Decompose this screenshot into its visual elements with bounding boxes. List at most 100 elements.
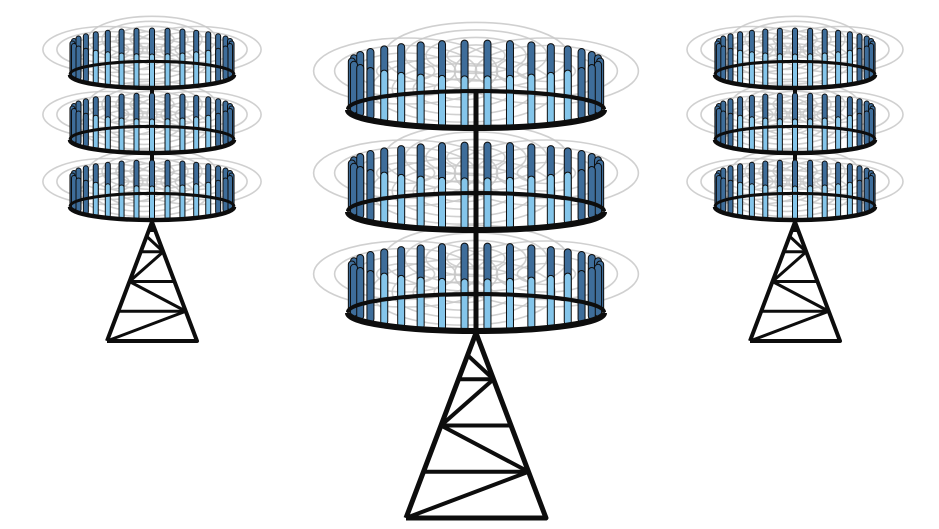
antenna-element <box>149 118 155 154</box>
ring-top-band <box>713 124 877 140</box>
right-tower <box>712 27 878 343</box>
ring-front-band <box>345 211 607 233</box>
ring-front-band <box>67 74 237 91</box>
antenna-element <box>737 181 744 217</box>
antenna-element <box>807 185 814 221</box>
antenna-element <box>118 52 125 88</box>
ring-front-band <box>712 74 878 91</box>
lattice-diagonal <box>145 235 165 253</box>
antenna-element <box>193 183 200 219</box>
antenna-element <box>397 71 406 125</box>
antenna-element <box>179 117 186 153</box>
antenna-element <box>133 185 140 221</box>
ring-top-band <box>68 124 236 140</box>
antenna-element <box>835 183 842 219</box>
ring-front-band <box>67 206 237 223</box>
antenna-element <box>737 114 744 150</box>
antenna-element <box>75 45 82 81</box>
tower-lattice-base <box>105 220 199 343</box>
antenna-element <box>438 176 447 230</box>
antenna-ring <box>67 27 237 91</box>
ring-top-band <box>346 291 606 313</box>
antenna-element <box>118 184 125 220</box>
antenna-element <box>505 277 514 331</box>
antenna-element <box>164 53 171 89</box>
ring-top-band <box>68 59 236 75</box>
antenna-ring <box>345 242 607 334</box>
antenna-element <box>846 49 853 85</box>
antenna-element <box>762 184 769 220</box>
antenna-element <box>460 75 469 129</box>
lattice-diagonal <box>440 423 530 474</box>
antenna-element <box>776 185 783 221</box>
antenna-ring <box>712 27 878 91</box>
lattice-diagonal <box>466 353 495 381</box>
ring-top-band <box>713 59 877 75</box>
antenna-element <box>460 278 469 332</box>
antenna-element <box>807 118 814 154</box>
ring-top-band <box>713 191 877 207</box>
antenna-element <box>483 75 492 129</box>
antenna-element <box>75 177 82 213</box>
left-tower <box>67 27 237 343</box>
antenna-element <box>587 166 596 220</box>
antenna-element <box>587 267 596 321</box>
antenna-element <box>366 168 375 222</box>
antenna-towers <box>67 27 878 521</box>
antenna-element <box>527 175 536 229</box>
antenna-element <box>104 51 111 87</box>
antenna-element <box>720 45 727 81</box>
lattice-diagonal <box>439 377 495 428</box>
antenna-element <box>821 184 828 220</box>
antenna-element <box>366 66 375 120</box>
antenna-ring <box>67 159 237 223</box>
signal-wave-ring <box>333 44 478 98</box>
ring-top-band <box>346 190 606 212</box>
antenna-element <box>149 53 155 89</box>
antenna-element <box>483 278 492 332</box>
antenna-element <box>416 73 425 127</box>
ring-front-band <box>712 139 878 156</box>
signal-wave-ring <box>446 44 506 67</box>
tower-lattice-base <box>403 330 549 521</box>
antenna-element <box>222 177 229 213</box>
antenna-element <box>205 114 212 150</box>
antenna-element <box>438 74 447 128</box>
antenna-element <box>863 45 870 81</box>
antenna-element <box>222 45 229 81</box>
antenna-element <box>748 116 755 152</box>
antenna-element <box>762 117 769 153</box>
antenna-element <box>505 74 514 128</box>
ring-front-band <box>712 206 878 223</box>
antenna-element <box>164 185 171 221</box>
lattice-diagonal <box>128 250 165 283</box>
antenna-element <box>587 64 596 118</box>
antenna-element <box>821 117 828 153</box>
ring-front-band <box>345 109 607 131</box>
antenna-element <box>546 274 555 328</box>
ring-front-band <box>67 139 237 156</box>
antenna-element <box>164 118 171 154</box>
lattice-diagonal <box>106 309 187 343</box>
antenna-element <box>133 53 140 89</box>
antenna-element <box>356 267 365 321</box>
lattice-diagonal <box>771 280 830 313</box>
antenna-element <box>193 51 200 87</box>
antenna-element <box>846 181 853 217</box>
antenna-element <box>416 175 425 229</box>
antenna-element <box>546 173 555 227</box>
signal-wave-ring <box>425 36 527 75</box>
antenna-element <box>92 49 99 85</box>
antenna-element <box>720 177 727 213</box>
lattice-diagonal <box>405 469 530 520</box>
antenna-element <box>748 183 755 219</box>
antenna-element <box>356 64 365 118</box>
antenna-element <box>366 269 375 323</box>
antenna-element <box>416 276 425 330</box>
antenna-element <box>863 110 870 146</box>
antenna-element <box>149 185 155 221</box>
ring-front-band <box>345 312 607 334</box>
antenna-element <box>762 52 769 88</box>
antenna-element <box>577 168 586 222</box>
